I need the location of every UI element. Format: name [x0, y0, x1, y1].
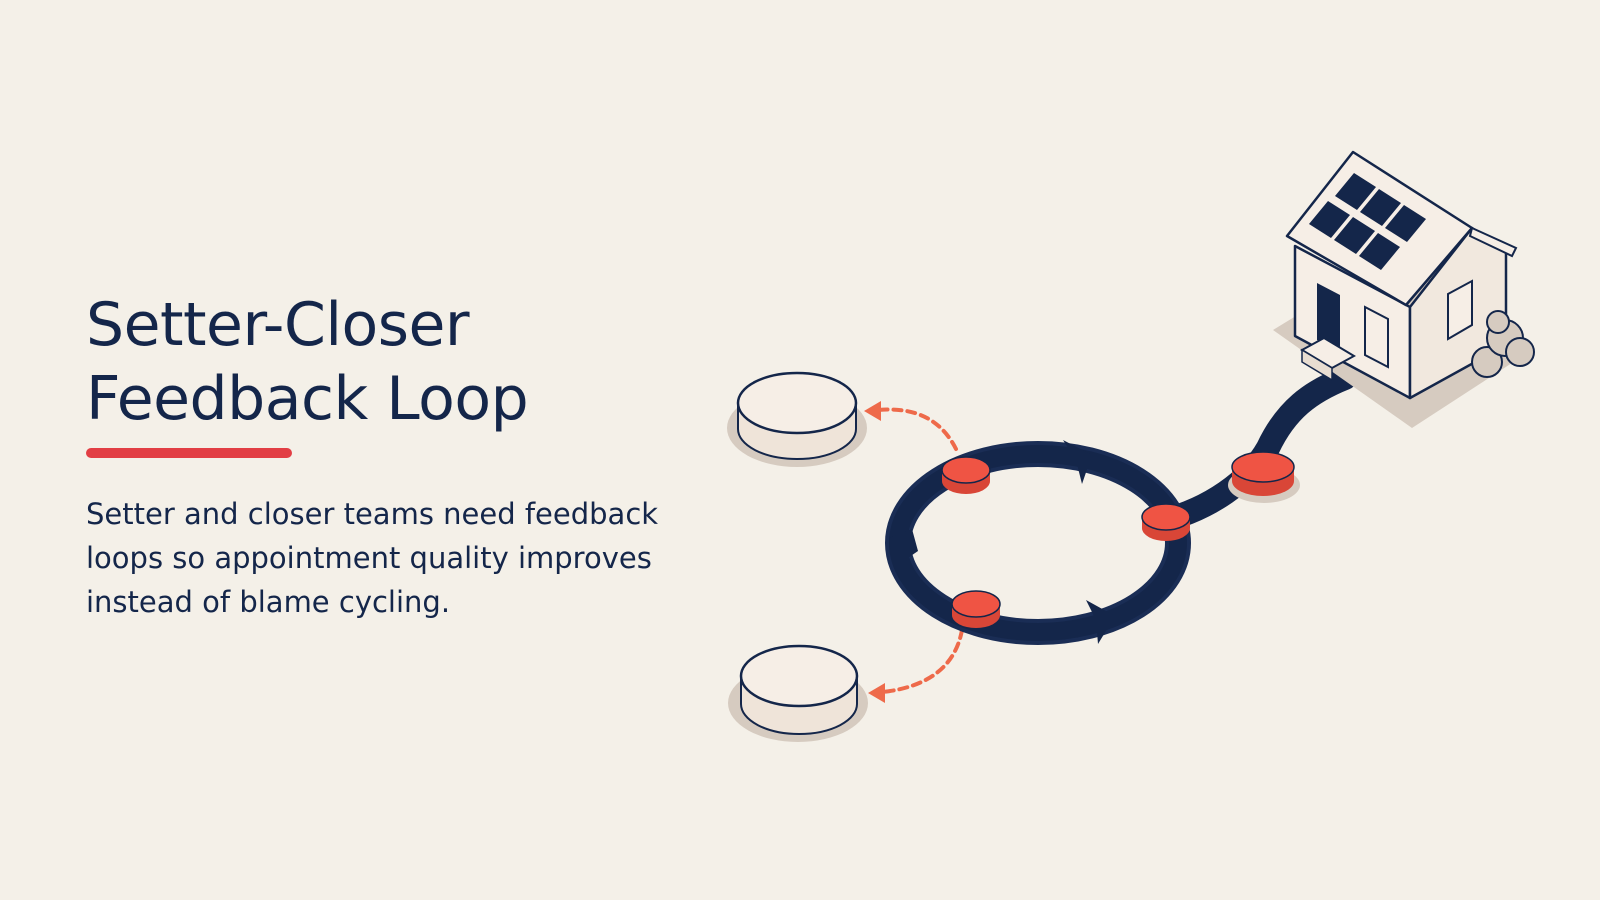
solar-panel-icon — [1309, 173, 1426, 270]
page-title: Setter-Closer Feedback Loop — [86, 288, 726, 436]
title-line-2: Feedback Loop — [86, 364, 529, 434]
title-line-1: Setter-Closer — [86, 290, 470, 360]
feedback-loop-ring-icon — [885, 440, 1191, 645]
checkpoint-disc-icon — [941, 456, 991, 494]
empty-pedestal-icon — [728, 644, 868, 742]
empty-pedestal-icon — [727, 371, 867, 467]
checkpoint-disc-icon — [1141, 503, 1191, 541]
text-block: Setter-Closer Feedback Loop Setter and c… — [86, 288, 726, 624]
house-connector-path — [1146, 366, 1357, 534]
dashed-arrow-icon — [864, 401, 958, 451]
house-with-solar-panels-icon — [1273, 150, 1535, 428]
description-line-1: Setter and closer teams need feedback — [86, 497, 659, 531]
dashed-arrow-icon — [868, 628, 964, 703]
description: Setter and closer teams need feedback lo… — [86, 492, 726, 624]
description-line-2: loops so appointment quality improves — [86, 541, 652, 575]
bush-icon — [1471, 310, 1535, 378]
checkpoint-disc-icon — [951, 590, 1001, 628]
title-underline — [86, 448, 292, 458]
checkpoint-disc-icon — [1228, 451, 1300, 503]
description-line-3: instead of blame cycling. — [86, 585, 451, 619]
